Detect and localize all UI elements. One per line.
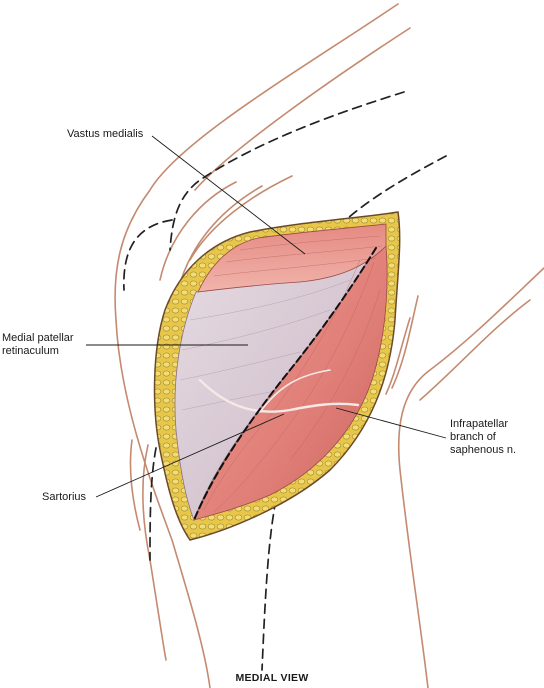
thigh-outline-inner (194, 27, 411, 191)
retinaculum-fiber-lines (179, 279, 351, 411)
thigh-contour-2 (177, 185, 263, 291)
label-infrapatellar-branch: Infrapatellar branch of saphenous n. (450, 418, 517, 456)
calf-contour-3 (385, 317, 411, 395)
calf-contour-2 (391, 295, 419, 389)
thigh-contour-3 (189, 175, 293, 261)
vastus-medialis-muscle (197, 223, 387, 293)
infrapatellar-nerve-branch (259, 369, 331, 413)
incision-upper (169, 91, 405, 251)
retinaculum-incision-line (193, 247, 377, 521)
label-medial-patellar-retinaculum: Medial patellar retinaculum (2, 332, 74, 357)
thigh-contour-1 (159, 181, 237, 281)
wound-exposure (153, 211, 401, 541)
label-sartorius: Sartorius (42, 491, 87, 503)
infrapatellar-nerve (198, 378, 360, 413)
leader-sartorius (95, 413, 285, 498)
incision-upper-right (347, 155, 447, 219)
incision-lower (261, 499, 277, 671)
leader-infrapatellar-branch (335, 407, 447, 439)
calf-outline-right (397, 267, 544, 688)
leader-lines (86, 135, 447, 498)
knee-contour-left (129, 439, 141, 531)
figure-caption: MEDIAL VIEW (235, 672, 309, 684)
thigh-outline-outer (114, 3, 399, 688)
shin-contour (142, 444, 167, 661)
skin-contours (114, 3, 544, 688)
leader-vastus-medialis (151, 135, 306, 255)
label-vastus-medialis: Vastus medialis (67, 128, 144, 140)
incision-left-curve (123, 219, 173, 291)
calf-contour-1 (419, 299, 531, 401)
incision-lower-left (149, 447, 157, 561)
incision-lines (123, 91, 447, 671)
